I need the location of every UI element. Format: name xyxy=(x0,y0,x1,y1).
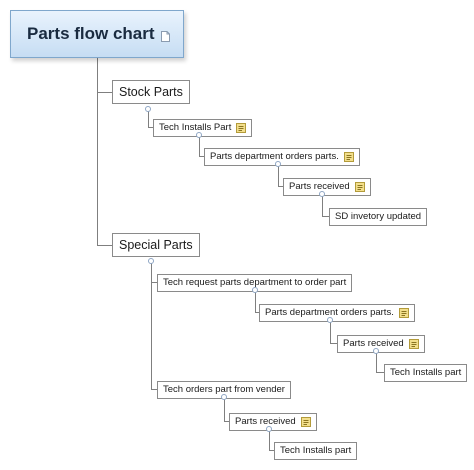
collapse-toggle[interactable] xyxy=(327,317,333,323)
note-icon[interactable] xyxy=(236,123,247,133)
page-icon xyxy=(160,29,170,42)
topic-parts-dept-orders[interactable]: Parts department orders parts. xyxy=(259,304,415,322)
topic-parts-received[interactable]: Parts received xyxy=(337,335,425,353)
topic-label: Tech Installs part xyxy=(280,445,352,456)
topic-parts-received[interactable]: Parts received xyxy=(283,178,371,196)
note-icon[interactable] xyxy=(408,339,419,349)
topic-tech-installs-part[interactable]: Tech Installs Part xyxy=(153,119,253,137)
collapse-toggle[interactable] xyxy=(145,106,151,112)
root-title: Parts flow chart xyxy=(27,24,155,43)
topic-parts-dept-orders[interactable]: Parts department orders parts. xyxy=(204,148,360,166)
collapse-toggle[interactable] xyxy=(148,258,154,264)
topic-label: Parts received xyxy=(289,181,350,192)
topic-label: Tech request parts department to order p… xyxy=(163,277,347,288)
topic-label: Tech orders part from vender xyxy=(163,384,285,395)
collapse-toggle[interactable] xyxy=(252,287,258,293)
collapse-toggle[interactable] xyxy=(373,348,379,354)
topic-label: Tech Installs Part xyxy=(159,122,232,133)
collapse-toggle[interactable] xyxy=(266,426,272,432)
topic-label: Tech Installs part xyxy=(390,367,462,378)
topic-label: Parts department orders parts. xyxy=(210,151,339,162)
topic-label: Parts received xyxy=(343,338,404,349)
topic-sd-inventory-updated[interactable]: SD invetory updated xyxy=(329,208,428,226)
note-icon[interactable] xyxy=(300,417,311,427)
topic-label: Parts received xyxy=(235,416,296,427)
topic-label: Stock Parts xyxy=(119,85,183,99)
topic-tech-installs-part[interactable]: Tech Installs part xyxy=(274,442,358,460)
collapse-toggle[interactable] xyxy=(196,132,202,138)
topic-stock-parts[interactable]: Stock Parts xyxy=(112,80,190,104)
note-icon[interactable] xyxy=(354,182,365,192)
collapse-toggle[interactable] xyxy=(221,394,227,400)
topic-label: SD invetory updated xyxy=(335,211,422,222)
root-topic[interactable]: Parts flow chart xyxy=(10,10,184,58)
note-icon[interactable] xyxy=(398,308,409,318)
note-icon[interactable] xyxy=(343,152,354,162)
topic-parts-received[interactable]: Parts received xyxy=(229,413,317,431)
topic-special-parts[interactable]: Special Parts xyxy=(112,233,200,257)
topic-tech-installs-part[interactable]: Tech Installs part xyxy=(384,364,468,382)
collapse-toggle[interactable] xyxy=(319,191,325,197)
topic-label: Special Parts xyxy=(119,238,193,252)
collapse-toggle[interactable] xyxy=(275,161,281,167)
topic-label: Parts department orders parts. xyxy=(265,307,394,318)
